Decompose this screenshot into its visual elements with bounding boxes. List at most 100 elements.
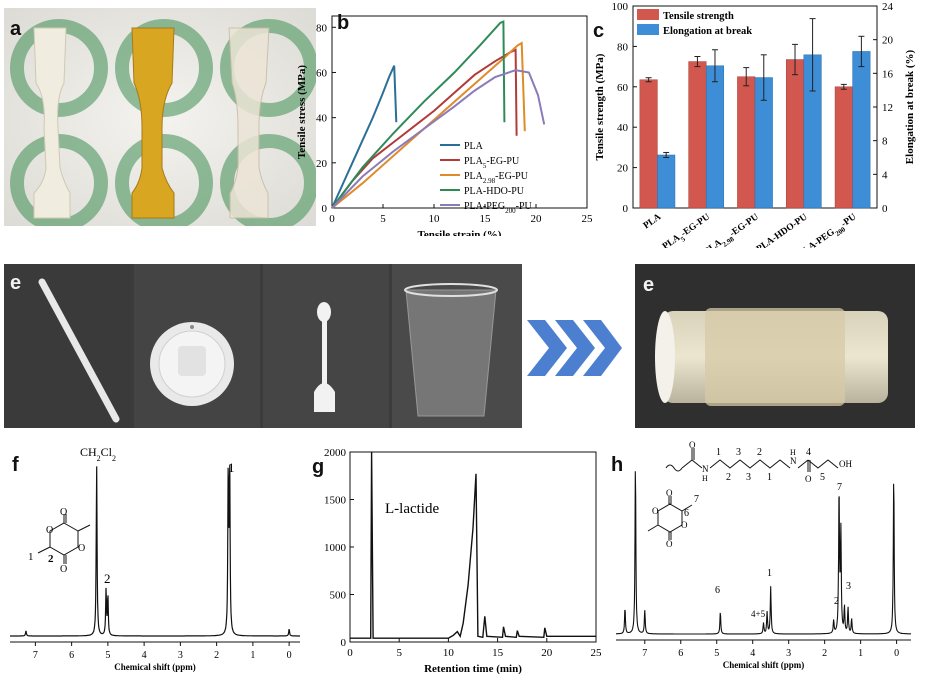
atom-o: O xyxy=(805,474,812,484)
nmr-h-peak-2: 2 xyxy=(834,596,839,607)
chain-label-2b: 2 xyxy=(757,447,762,458)
nmr-f-peak-2: 2 xyxy=(104,571,111,586)
y-tick-label: 0 xyxy=(341,637,347,649)
x-tick-label: 20 xyxy=(541,647,553,659)
panel-c-label: c xyxy=(593,20,605,42)
y-tick-label: 0 xyxy=(322,203,328,215)
elongation-bar xyxy=(705,65,725,209)
x-axis-label: Tensile strain (%) xyxy=(418,229,502,236)
x-axis-label: Chemical shift (ppm) xyxy=(723,660,805,670)
x-tick-label: 0 xyxy=(347,647,353,659)
x-tick-label: 7 xyxy=(33,650,38,661)
strength-bar xyxy=(785,59,805,209)
y-right-tick-label: 12 xyxy=(882,102,893,114)
x-tick-label: 2 xyxy=(822,648,827,659)
elongation-bar xyxy=(852,51,871,209)
legend-swatch-elongation xyxy=(637,24,659,35)
y-right-tick-label: 4 xyxy=(882,169,888,181)
chain-label-1: 1 xyxy=(716,447,721,458)
category-label: PLA-HDO-PU xyxy=(755,212,810,248)
x-axis-label: Retention time (min) xyxy=(424,663,522,675)
chain-label-3b: 3 xyxy=(746,472,751,483)
spork-image xyxy=(314,302,335,412)
y-left-axis-label: Tensile strength (MPa) xyxy=(594,53,606,160)
y-tick-label: 500 xyxy=(330,590,347,602)
atom-o: O xyxy=(60,564,67,575)
x-tick-label: 20 xyxy=(531,213,543,225)
legend-label-pla298: PLA2.98-EG-PU xyxy=(464,171,529,185)
y-tick-label: 40 xyxy=(316,113,328,125)
chromatogram-trace xyxy=(350,451,596,639)
x-tick-label: 5 xyxy=(105,650,110,661)
chart-c-legend: Tensile strength Elongation at break xyxy=(637,9,752,37)
straw-image xyxy=(38,278,120,423)
nmr-f-peak-1: 1 xyxy=(228,460,235,475)
y-tick-label: 60 xyxy=(316,67,328,79)
y-right-tick-label: 0 xyxy=(882,203,888,215)
atom-o: O xyxy=(78,543,85,554)
y-tick-label: 1500 xyxy=(324,495,347,507)
solvent-label: CH2Cl2 xyxy=(80,445,116,463)
atom-oh: OH xyxy=(839,459,852,469)
y-right-tick-label: 16 xyxy=(882,68,894,80)
y-left-tick-label: 60 xyxy=(617,82,629,94)
lactide-label-6: 6 xyxy=(684,508,689,519)
chain-label-5: 5 xyxy=(820,472,825,483)
x-tick-label: 10 xyxy=(429,213,441,225)
y-left-tick-label: 0 xyxy=(623,203,629,215)
atom-h: H xyxy=(702,474,708,483)
chevron-arrow-icon xyxy=(527,320,622,376)
chain-label-4: 4 xyxy=(806,447,811,458)
legend-swatch-strength xyxy=(637,9,659,20)
nmr-h-peak-45: 4+5 xyxy=(751,609,766,619)
x-axis-label: Chemical shift (ppm) xyxy=(114,662,196,672)
y-left-tick-label: 40 xyxy=(617,122,629,134)
x-tick-label: 2 xyxy=(214,650,219,661)
x-tick-label: 25 xyxy=(591,647,603,659)
y-tick-label: 80 xyxy=(316,22,328,34)
panel-d-photos: e xyxy=(4,264,522,428)
filament-spool-photo xyxy=(655,308,888,406)
chart-g-frame xyxy=(349,451,597,643)
legend-label-peg: PLA-PEG200-PU xyxy=(464,201,533,215)
chart-b-legend: PLA PLA5-EG-PU PLA2.98-EG-PU PLA-HDO-PU … xyxy=(440,141,533,215)
panel-g-label: g xyxy=(312,456,325,478)
atom-o: O xyxy=(666,488,673,498)
y-right-tick-label: 24 xyxy=(882,1,894,13)
panel-e-label: e xyxy=(643,274,655,296)
nmr-h-peak-1: 1 xyxy=(767,568,772,579)
x-tick-label: 1 xyxy=(858,648,863,659)
atom-o: O xyxy=(60,507,67,518)
lactide-structure xyxy=(37,514,91,564)
x-tick-label: 5 xyxy=(396,647,402,659)
strength-bar xyxy=(688,61,707,209)
y-axis-label: Tensile stress (MPa) xyxy=(296,65,308,159)
x-tick-label: 5 xyxy=(380,213,386,225)
panel-f-label: f xyxy=(12,454,19,476)
y-right-tick-label: 8 xyxy=(882,136,888,148)
pu-chain-structure xyxy=(665,448,839,472)
strength-bar xyxy=(639,79,658,209)
atom-o: O xyxy=(46,525,53,536)
category-label: PLA5-EG-PU xyxy=(661,212,714,248)
series-line-4 xyxy=(331,69,546,209)
pla-products-photos xyxy=(4,264,522,428)
panel-a-photo: a xyxy=(4,8,316,226)
y-tick-label: 20 xyxy=(316,158,328,170)
x-tick-label: 0 xyxy=(287,650,292,661)
series-line-0 xyxy=(331,65,398,209)
x-tick-label: 6 xyxy=(69,650,74,661)
structure-label-2: 2 xyxy=(48,553,54,565)
lactide-label-7: 7 xyxy=(694,494,699,505)
panel-d-label: e xyxy=(10,272,22,294)
x-tick-label: 5 xyxy=(714,648,719,659)
panel-h-label: h xyxy=(611,454,624,476)
category-label: PLA2.98-EG-PU xyxy=(703,212,763,248)
